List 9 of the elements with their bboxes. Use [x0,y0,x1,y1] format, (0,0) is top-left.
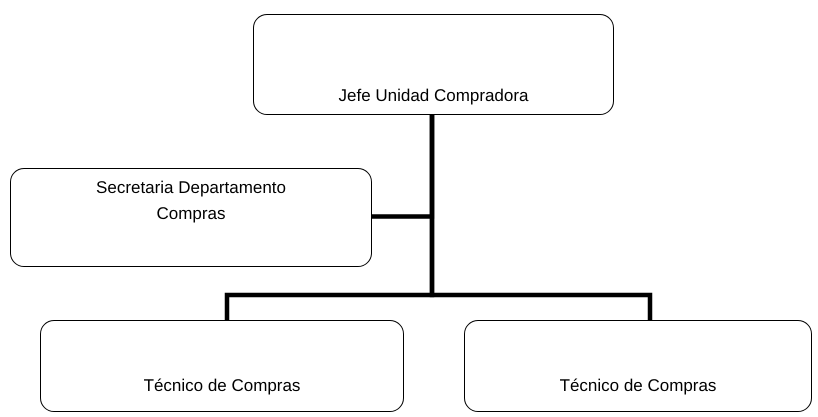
role-title: Técnico de Compras [560,375,716,397]
org-box [464,320,812,412]
role-title: Jefe Unidad Compradora [338,84,528,106]
role-title: Secretaria Departamento Compras [95,177,287,224]
connector-line [430,112,652,322]
org-box [10,168,372,267]
org-box [253,14,614,115]
org-box [40,320,404,412]
role-title: Técnico de Compras [144,375,300,397]
